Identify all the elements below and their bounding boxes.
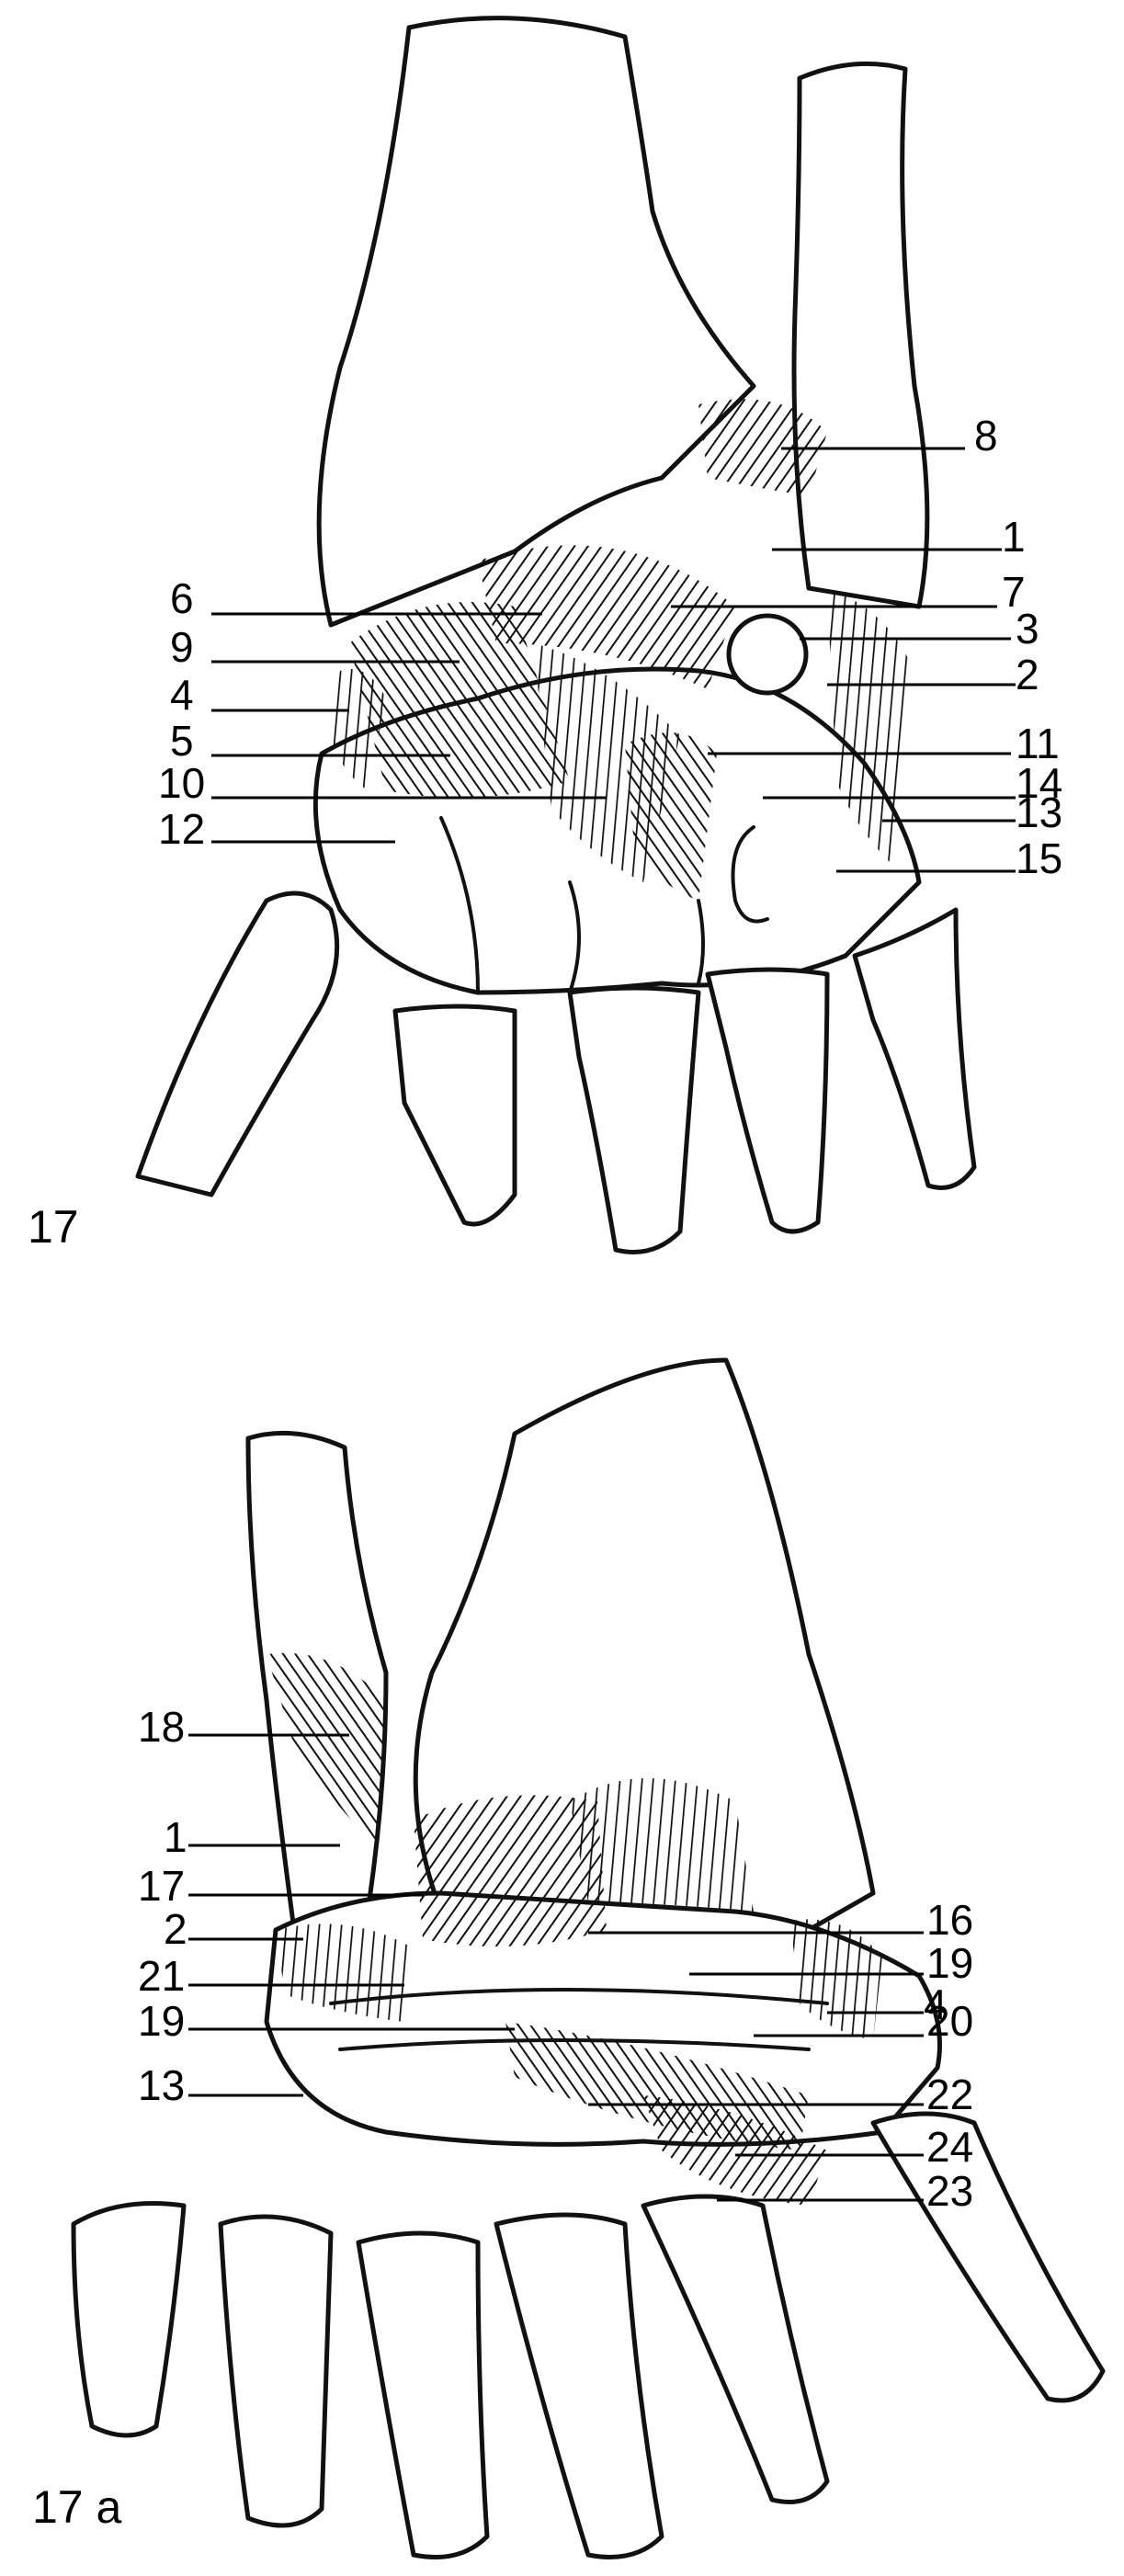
label-17a-16: 16 xyxy=(926,1896,973,1944)
label-17-2: 2 xyxy=(1016,651,1039,698)
ligament-band-2 xyxy=(349,602,570,798)
ligament-band-7 xyxy=(625,732,717,901)
figure-17a-drawing xyxy=(71,1357,1106,2559)
metacarpal-3 xyxy=(567,985,701,1254)
label-17a-21: 21 xyxy=(138,1952,185,2000)
ligament-band-5 xyxy=(827,588,910,864)
metacarpal-4 xyxy=(705,967,830,1234)
ligament-band-1 xyxy=(478,545,735,689)
label-17-8: 8 xyxy=(974,412,998,460)
ligament-band-17a-3 xyxy=(570,1778,754,1912)
carpal-line-3 xyxy=(697,899,705,985)
tendon-hook xyxy=(731,825,769,924)
ulnar-head xyxy=(726,613,809,696)
ligament-band-17a-5 xyxy=(790,1919,882,2040)
label-17a-24: 24 xyxy=(926,2123,973,2171)
figure-17-leaders xyxy=(211,447,1016,873)
label-17-12: 12 xyxy=(158,805,205,853)
band-outline-17a-2 xyxy=(338,2038,811,2051)
label-17a-4: 4 xyxy=(924,1980,948,2028)
label-17-3: 3 xyxy=(1016,605,1039,653)
label-17-14: 14 xyxy=(1016,759,1062,807)
metacarpal-17a-1 xyxy=(218,2214,334,2528)
label-17-1: 1 xyxy=(1002,513,1026,561)
ligament-band-17a-1 xyxy=(267,1652,386,1847)
ulna-bone xyxy=(791,61,930,609)
figure-17a-caption: 17 a xyxy=(32,2481,122,2533)
label-17-10: 10 xyxy=(158,759,205,807)
label-17a-18: 18 xyxy=(138,1703,185,1751)
figure-17-caption: 17 xyxy=(28,1201,79,1253)
metacarpal-17a-6 xyxy=(71,2201,187,2438)
ligament-band-17a-7 xyxy=(643,2095,827,2206)
label-17-15: 15 xyxy=(1016,834,1062,882)
label-17a-17: 17 xyxy=(138,1862,185,1910)
radius-bone xyxy=(316,16,756,628)
label-17-4: 4 xyxy=(170,671,194,719)
label-17a-13: 13 xyxy=(138,2061,185,2109)
label-17a-22: 22 xyxy=(926,2071,973,2118)
metacarpal-17a-4 xyxy=(641,2194,830,2504)
label-17-5: 5 xyxy=(170,717,194,765)
figure-17a-leaders xyxy=(188,1733,924,2202)
label-17-13: 13 xyxy=(1016,789,1062,836)
label-17a-20: 20 xyxy=(926,1997,973,2045)
metacarpal-1 xyxy=(135,891,340,1197)
label-17a-2: 2 xyxy=(164,1905,187,1953)
carpal-line-2 xyxy=(568,880,581,994)
band-outline-17a xyxy=(329,1988,829,2005)
label-17-9: 9 xyxy=(170,623,194,671)
carpal-line-1 xyxy=(439,816,480,994)
label-17-11: 11 xyxy=(1016,720,1060,767)
metacarpal-17a-2 xyxy=(356,2230,490,2559)
label-17-6: 6 xyxy=(170,574,194,622)
label-17a-19-right: 19 xyxy=(926,1939,973,1987)
ligament-band-4 xyxy=(698,399,827,496)
figure-17a-labels: 18 1 17 2 21 19 13 16 19 4 20 22 24 23 1… xyxy=(32,1703,973,2533)
figure-17-labels: 8 1 7 3 2 6 9 4 5 10 11 12 14 13 15 17 xyxy=(28,412,1062,1253)
label-17a-19-left: 19 xyxy=(138,1997,185,2045)
metacarpal-5 xyxy=(852,907,977,1190)
figure-17-drawing xyxy=(135,16,977,1254)
ligament-band-6 xyxy=(331,669,386,790)
metacarpal-2 xyxy=(392,1004,517,1227)
metacarpal-17a-5 xyxy=(870,2111,1106,2403)
label-17a-23: 23 xyxy=(926,2167,973,2215)
label-17a-1: 1 xyxy=(164,1813,187,1861)
metacarpal-17a-3 xyxy=(494,2212,664,2559)
label-17-7: 7 xyxy=(1002,568,1026,616)
ligament-band-17a-2 xyxy=(414,1795,607,1946)
